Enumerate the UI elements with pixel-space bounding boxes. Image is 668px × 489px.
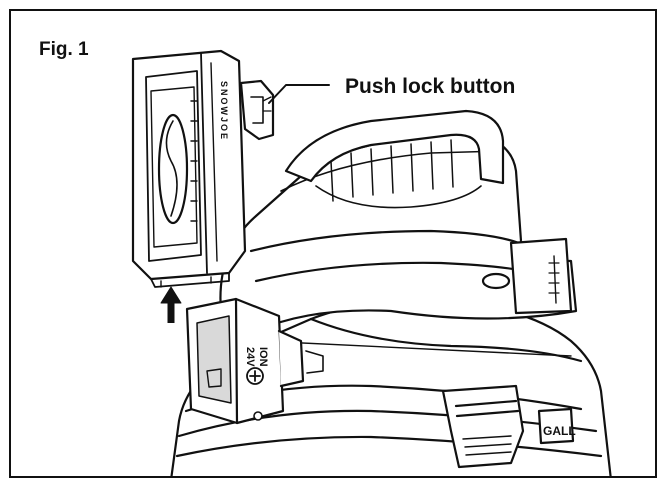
receptacle-ion-text: ION	[257, 347, 269, 367]
battery-brand-text: SNOWJOE	[219, 81, 229, 141]
vacuum-model-text: GALL	[543, 424, 576, 438]
figure-frame: Fig. 1 Push lock button	[9, 9, 657, 478]
vacuum-battery-illustration: GALL ION 24V	[131, 49, 612, 476]
figure-label: Fig. 1	[39, 39, 89, 60]
callout-leader-line	[268, 84, 330, 104]
push-lock-button-callout: Push lock button	[345, 75, 516, 98]
drum-latch: GALL	[441, 384, 576, 469]
side-tank-gauge	[481, 237, 573, 315]
battery-pack: SNOWJOE	[131, 49, 247, 288]
receptacle-voltage-text: 24V	[244, 347, 256, 367]
insert-up-arrow-icon	[160, 286, 182, 323]
push-lock-button	[239, 79, 275, 141]
battery-receptacle: ION 24V	[185, 297, 324, 425]
